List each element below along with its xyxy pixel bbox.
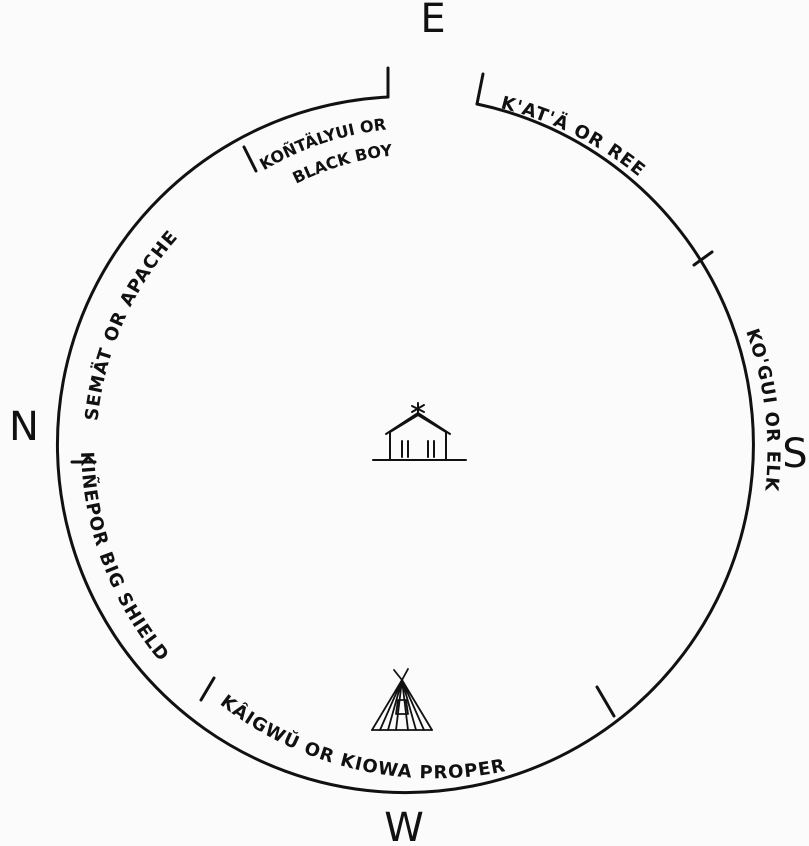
medicine-lodge-icon	[373, 403, 466, 460]
direction-south: S	[782, 431, 807, 477]
tipi-icon	[372, 669, 432, 730]
band-label-kaigwu: KÂIGWŬ OR KIOWA PROPER	[216, 691, 507, 783]
gap-tick-right	[477, 74, 483, 104]
direction-north: N	[9, 404, 39, 450]
band-label-semat: SEMÄT OR APACHE	[81, 226, 182, 421]
band-label-kinep: KIÑEPOR BIG SHIELD	[76, 451, 173, 666]
divider-semat-kontalyui	[244, 147, 256, 171]
divider-kogui-kaigwu	[597, 687, 614, 716]
divider-kaigwu-kinep	[201, 678, 214, 700]
band-label-kogui: KO'GUI OR ELK	[741, 326, 783, 493]
band-label-kata: K'AT'Ä OR REE	[499, 92, 650, 181]
direction-east: E	[420, 0, 445, 42]
direction-west: W	[384, 805, 424, 846]
